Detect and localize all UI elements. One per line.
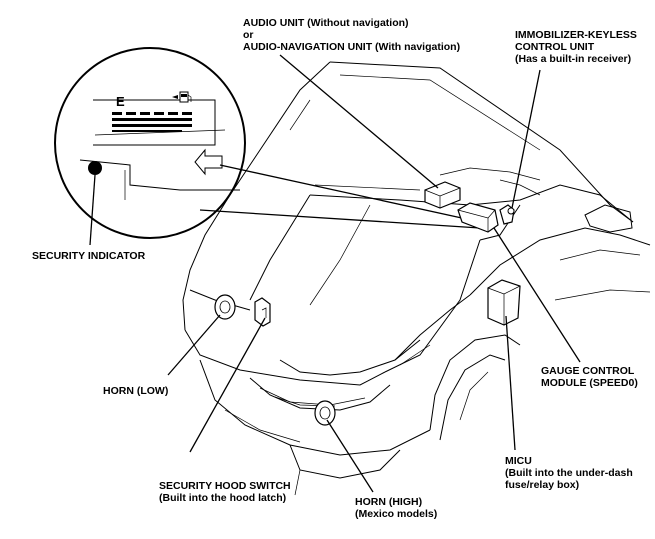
micu-line2: (Built into the under-dash [505, 467, 633, 479]
audio-unit-line2: or [243, 29, 254, 41]
hood-switch-line2: (Built into the hood latch) [159, 492, 287, 504]
micu-label: MICU (Built into the under-dash fuse/rel… [505, 455, 633, 491]
leader-hood-switch [189, 317, 266, 453]
immobilizer-keyless-control-unit [499, 204, 515, 225]
fuel-empty-letter: E [116, 94, 125, 109]
leader-immobilizer [511, 69, 541, 209]
leader-gauge [493, 227, 581, 363]
turn-signal-arrow-icon [194, 148, 223, 176]
micu-line3: fuse/relay box) [505, 479, 580, 491]
horn-high [314, 400, 336, 426]
leader-horn-low [167, 314, 221, 376]
leader-security-indicator [89, 174, 96, 246]
audio-unit-label: AUDIO UNIT (Without navigation) or AUDIO… [243, 17, 460, 53]
micu-line1: MICU [505, 455, 532, 467]
immobilizer-line3: (Has a built-in receiver) [515, 53, 632, 65]
fuel-bars [112, 112, 192, 132]
immobilizer-line2: CONTROL UNIT [515, 41, 595, 53]
leader-micu [505, 315, 516, 451]
gauge-control-module [457, 202, 499, 233]
micu-box [487, 279, 521, 326]
leader-lines [89, 54, 581, 493]
immobilizer-label: IMMOBILIZER-KEYLESS CONTROL UNIT (Has a … [515, 29, 637, 65]
horn-low [214, 294, 236, 320]
leader-horn-high [326, 419, 374, 493]
audio-unit-line3: AUDIO-NAVIGATION UNIT (With navigation) [243, 41, 461, 53]
gauge-control-line2: MODULE (SPEED0) [541, 377, 638, 389]
horn-low-label: HORN (LOW) [103, 385, 169, 397]
hood-switch-line1: SECURITY HOOD SWITCH [159, 480, 291, 492]
horn-high-label: HORN (HIGH) (Mexico models) [355, 496, 437, 520]
car-body-outline [182, 61, 651, 496]
gauge-inset [54, 47, 481, 239]
gauge-control-label: GAUGE CONTROL MODULE (SPEED0) [541, 365, 638, 389]
fuel-pump-icon [172, 91, 192, 103]
horn-high-line1: HORN (HIGH) [355, 496, 423, 508]
security-indicator-dot [88, 161, 102, 175]
security-hood-switch-label: SECURITY HOOD SWITCH (Built into the hoo… [159, 480, 291, 504]
immobilizer-line1: IMMOBILIZER-KEYLESS [515, 29, 637, 41]
gauge-control-line1: GAUGE CONTROL [541, 365, 635, 377]
audio-unit [424, 181, 461, 209]
security-hood-switch [254, 297, 271, 327]
horn-high-line2: (Mexico models) [355, 508, 438, 520]
security-indicator-label: SECURITY INDICATOR [32, 250, 146, 262]
audio-unit-line1: AUDIO UNIT (Without navigation) [243, 17, 409, 29]
leader-audio [279, 54, 439, 189]
